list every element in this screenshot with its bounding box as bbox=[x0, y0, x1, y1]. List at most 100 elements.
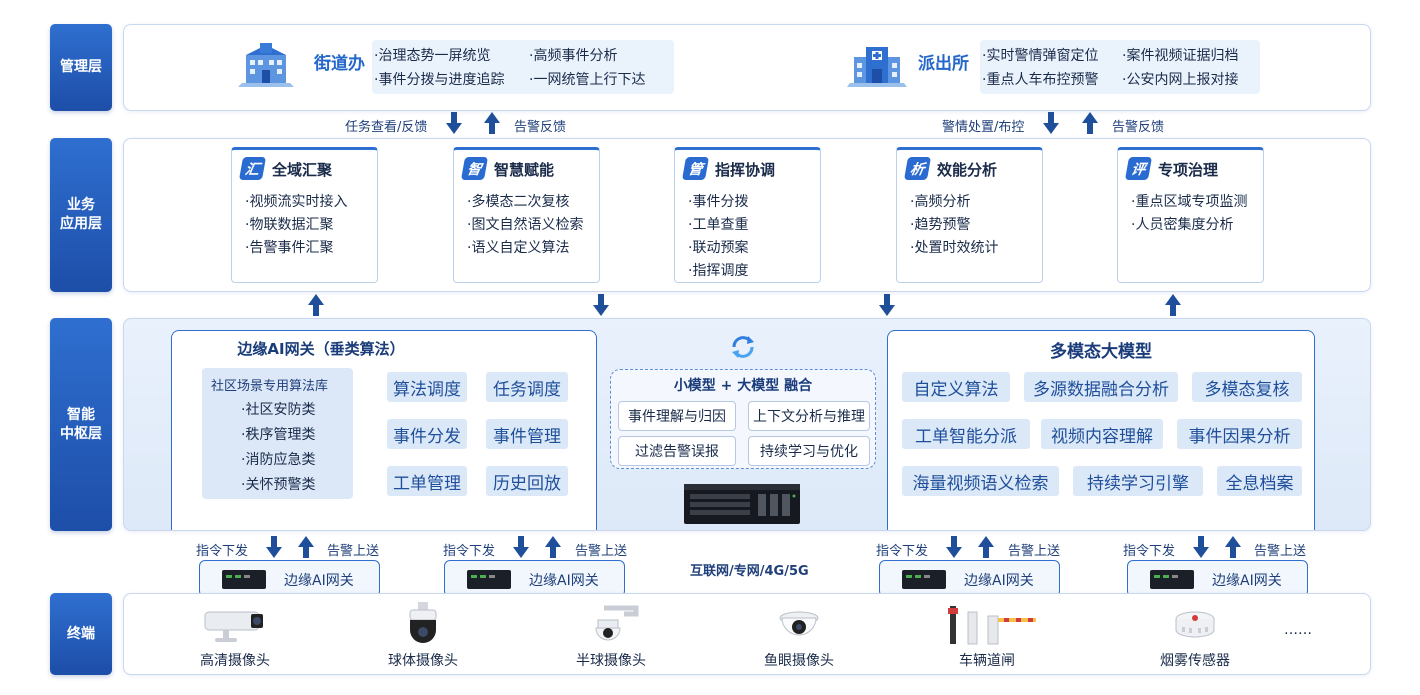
arrow-up-icon bbox=[308, 294, 324, 316]
arrow-up-icon bbox=[1225, 536, 1241, 558]
edge-chip: 算法调度 bbox=[387, 372, 467, 402]
terminal-label: 高清摄像头 bbox=[200, 653, 270, 669]
arrow-down-icon bbox=[1193, 536, 1209, 558]
card-item: ·工单查重 bbox=[688, 217, 749, 233]
card-title: 智慧赋能 bbox=[494, 161, 555, 179]
management-panel: 街道办 ·治理态势一屏统览 ·高频事件分析 ·事件分拨与进度追踪 ·一网统管上行… bbox=[123, 24, 1371, 111]
card-title: 专项治理 bbox=[1158, 161, 1219, 179]
terminal-hd-camera: 高清摄像头 bbox=[170, 600, 300, 670]
edge-gateway-node: 边缘AI网关 bbox=[444, 560, 625, 597]
arrow-down-icon bbox=[446, 112, 462, 134]
card-item: ·视频流实时接入 bbox=[245, 194, 348, 210]
terminal-hemisphere-camera: 半球摄像头 bbox=[546, 600, 676, 670]
edge-chip: 事件管理 bbox=[486, 419, 568, 449]
fusion-item: 过滤告警误报 bbox=[618, 436, 736, 466]
business-card: 汇 全域汇聚 ·视频流实时接入 ·物联数据汇聚 ·告警事件汇聚 bbox=[231, 147, 378, 283]
badge-icon: 评 bbox=[1124, 157, 1153, 180]
badge-icon: 智 bbox=[460, 157, 489, 180]
multimodal-chip: 视频内容理解 bbox=[1041, 419, 1163, 449]
flow-label-alarm-feedback: 告警反馈 bbox=[1112, 120, 1165, 135]
edge-chip: 工单管理 bbox=[387, 466, 467, 496]
arrow-down-icon bbox=[879, 294, 895, 316]
speed-dome-icon bbox=[409, 602, 437, 643]
smoke-sensor-icon bbox=[1175, 611, 1215, 638]
algorithm-library bbox=[202, 368, 353, 499]
card-item: ·告警事件汇聚 bbox=[245, 240, 334, 256]
terminal-fisheye-camera: 鱼眼摄像头 bbox=[734, 600, 864, 670]
street-item: ·治理态势一屏统览 bbox=[374, 48, 491, 64]
card-item: ·图文自然语义检索 bbox=[467, 217, 584, 233]
terminal-dome-camera: 球体摄像头 bbox=[358, 600, 488, 670]
fusion-title: 小模型 + 大模型 融合 bbox=[673, 378, 813, 394]
arrow-down-icon bbox=[1043, 112, 1059, 134]
multimodal-chip: 多模态复核 bbox=[1192, 372, 1302, 402]
gateway-label: 边缘AI网关 bbox=[529, 573, 599, 589]
terminal-barrier-gate: 车辆道闸 bbox=[922, 600, 1052, 670]
cmd-down-label: 指令下发 bbox=[876, 544, 929, 559]
multimodal-chip: 多源数据融合分析 bbox=[1024, 372, 1178, 402]
edge-chip: 历史回放 bbox=[486, 466, 568, 496]
layer-tag-terminal: 终端 bbox=[50, 593, 112, 675]
cmd-down-label: 指令下发 bbox=[1123, 544, 1176, 559]
street-item: ·高频事件分析 bbox=[529, 48, 618, 64]
edge-gateway-node: 边缘AI网关 bbox=[199, 560, 380, 597]
edge-gateway-title: 边缘AI网关（垂类算法） bbox=[237, 340, 405, 358]
arrow-up-icon bbox=[1082, 112, 1098, 134]
police-item: ·重点人车布控预警 bbox=[982, 72, 1099, 88]
bullet-camera-icon bbox=[204, 611, 263, 642]
terminal-smoke-sensor: 烟雾传感器 bbox=[1130, 600, 1260, 670]
arrow-up-icon bbox=[978, 536, 994, 558]
arrow-down-icon bbox=[266, 536, 282, 558]
police-station-name: 派出所 bbox=[918, 54, 969, 74]
layer-tag-management: 管理层 bbox=[50, 24, 112, 111]
multimodal-chip: 全息档案 bbox=[1217, 466, 1302, 496]
terminal-panel bbox=[123, 593, 1371, 675]
gateway-label: 边缘AI网关 bbox=[964, 573, 1034, 589]
street-item: ·事件分拨与进度追踪 bbox=[374, 72, 505, 88]
police-station-icon bbox=[847, 47, 907, 87]
badge-icon: 析 bbox=[903, 157, 932, 180]
multimodal-chip: 工单智能分派 bbox=[902, 419, 1030, 449]
card-item: ·人员密集度分析 bbox=[1131, 217, 1234, 233]
flow-label-task-view: 任务查看/反馈 bbox=[345, 120, 428, 135]
layer-tag-business: 业务 应用层 bbox=[50, 138, 112, 292]
arrow-up-icon bbox=[298, 536, 314, 558]
fusion-item: 事件理解与归因 bbox=[618, 401, 736, 431]
street-office-items bbox=[372, 40, 674, 94]
edge-gateway-node: 边缘AI网关 bbox=[879, 560, 1060, 597]
edge-chip: 事件分发 bbox=[387, 419, 467, 449]
badge-icon: 汇 bbox=[238, 157, 267, 180]
gateway-device-icon bbox=[1150, 570, 1194, 589]
card-item: ·指挥调度 bbox=[688, 263, 749, 279]
business-card: 智 智慧赋能 ·多模态二次复核 ·图文自然语义检索 ·语义自定义算法 bbox=[453, 147, 600, 283]
police-item: ·公安内网上报对接 bbox=[1122, 72, 1239, 88]
alarm-up-label: 告警上送 bbox=[1254, 544, 1307, 559]
hemisphere-camera-icon bbox=[595, 605, 639, 641]
building-icon bbox=[238, 43, 294, 87]
police-item: ·案件视频证据归档 bbox=[1122, 48, 1239, 64]
alarm-up-label: 告警上送 bbox=[575, 544, 628, 559]
gateway-device-icon bbox=[902, 570, 946, 589]
terminal-label: 车辆道闸 bbox=[959, 653, 1015, 669]
flow-label-alarm-feedback: 告警反馈 bbox=[514, 120, 567, 135]
card-item: ·趋势预警 bbox=[910, 217, 971, 233]
card-item: ·物联数据汇聚 bbox=[245, 217, 334, 233]
layer-tag-intelligence: 智能 中枢层 bbox=[50, 318, 112, 531]
card-title: 指挥协调 bbox=[715, 161, 776, 179]
cmd-down-label: 指令下发 bbox=[196, 544, 249, 559]
multimodal-chip: 持续学习引擎 bbox=[1073, 466, 1203, 496]
arrow-down-icon bbox=[946, 536, 962, 558]
business-card: 评 专项治理 ·重点区域专项监测 ·人员密集度分析 bbox=[1117, 147, 1264, 283]
arrow-up-icon bbox=[484, 112, 500, 134]
multimodal-chip: 海量视频语义检索 bbox=[902, 466, 1059, 496]
algorithm-library-item: ·消防应急类 bbox=[241, 452, 316, 468]
fusion-item: 上下文分析与推理 bbox=[748, 401, 870, 431]
algorithm-library-item: ·关怀预警类 bbox=[241, 477, 316, 493]
card-item: ·事件分拨 bbox=[688, 194, 749, 210]
more-terminals: …… bbox=[1284, 622, 1312, 638]
terminal-label: 半球摄像头 bbox=[576, 653, 646, 669]
edge-gateway-node: 边缘AI网关 bbox=[1127, 560, 1308, 597]
business-card: 管 指挥协调 ·事件分拨 ·工单查重 ·联动预案 ·指挥调度 bbox=[674, 147, 821, 283]
gateway-label: 边缘AI网关 bbox=[1212, 573, 1282, 589]
gateway-device-icon bbox=[222, 570, 266, 589]
